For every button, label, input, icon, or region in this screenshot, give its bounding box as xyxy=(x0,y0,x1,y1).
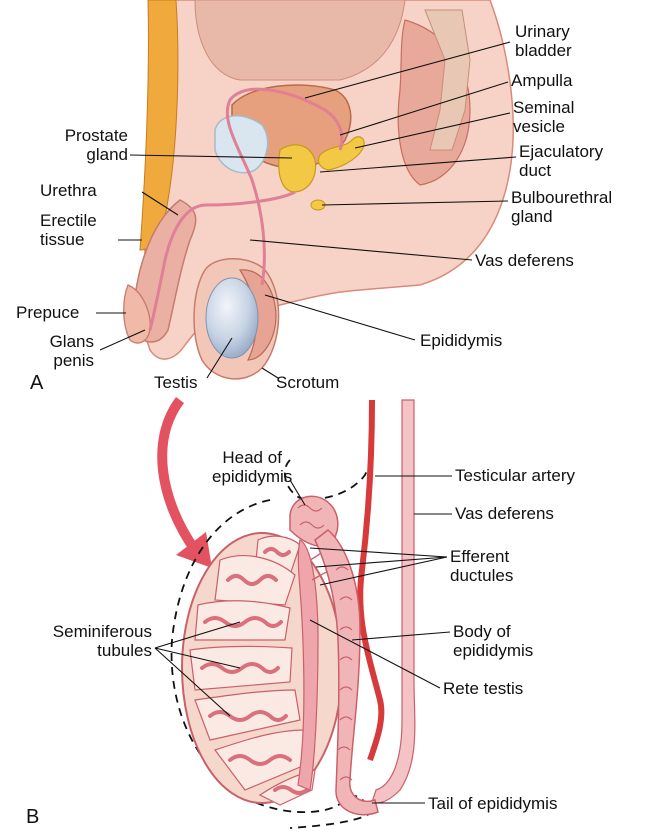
label-testis: Testis xyxy=(154,373,197,392)
transition-arrow xyxy=(162,400,195,550)
label-line: Scrotum xyxy=(276,373,339,392)
label-line: bladder xyxy=(515,41,572,60)
label-line: Erectile xyxy=(40,211,97,230)
label-line: Epididymis xyxy=(420,331,502,350)
label-line: Seminiferous xyxy=(20,622,152,641)
label-line: Prepuce xyxy=(16,303,79,322)
label-line: Vas deferens xyxy=(455,504,554,523)
label-seminiferous-tubules: Seminiferous tubules xyxy=(20,622,152,660)
label-epididymis: Epididymis xyxy=(420,331,502,350)
label-line: tissue xyxy=(40,230,97,249)
label-ejaculatory-duct: Ejaculatory duct xyxy=(519,142,603,180)
label-ampulla: Ampulla xyxy=(511,71,572,90)
panel-label-b: B xyxy=(26,806,39,829)
label-line: Bulbourethral xyxy=(511,188,612,207)
label-line: Testicular artery xyxy=(455,466,575,485)
label-line: Head of xyxy=(212,448,292,467)
label-scrotum: Scrotum xyxy=(276,373,339,392)
label-line: duct xyxy=(519,161,603,180)
label-bulbourethral-gland: Bulbourethral gland xyxy=(511,188,612,226)
leader-epididymis xyxy=(265,295,415,340)
label-urethra: Urethra xyxy=(40,181,97,200)
label-line: Urinary xyxy=(515,22,572,41)
label-line: epididymis xyxy=(453,641,533,660)
label-line: epididymis xyxy=(212,467,292,486)
label-line: Seminal xyxy=(513,98,574,117)
label-line: Urethra xyxy=(40,181,97,200)
label-prostate-gland: Prostate gland xyxy=(40,126,128,164)
label-vas-deferens-b: Vas deferens xyxy=(455,504,554,523)
label-body-of-epididymis: Body of epididymis xyxy=(453,622,533,660)
label-line: Testis xyxy=(154,373,197,392)
label-line: Tail of epididymis xyxy=(428,794,557,813)
label-line: vesicle xyxy=(513,117,574,136)
label-line: ductules xyxy=(450,566,513,585)
testis xyxy=(206,278,258,358)
label-line: gland xyxy=(511,207,612,226)
testicular-artery xyxy=(360,400,381,760)
label-efferent-ductules: Efferent ductules xyxy=(450,547,513,585)
label-line: Rete testis xyxy=(443,679,523,698)
label-tail-of-epididymis: Tail of epididymis xyxy=(428,794,557,813)
label-line: Ampulla xyxy=(511,71,572,90)
label-line: Vas deferens xyxy=(475,251,574,270)
label-testicular-artery: Testicular artery xyxy=(455,466,575,485)
label-glans-penis: Glans penis xyxy=(30,332,94,370)
label-line: Prostate xyxy=(40,126,128,145)
label-line: gland xyxy=(40,145,128,164)
label-line: Glans xyxy=(30,332,94,351)
panel-b-illustration xyxy=(172,400,415,828)
label-line: Ejaculatory xyxy=(519,142,603,161)
label-line: Efferent xyxy=(450,547,513,566)
label-vas-deferens: Vas deferens xyxy=(475,251,574,270)
label-line: tubules xyxy=(20,641,152,660)
label-urinary-bladder: Urinary bladder xyxy=(515,22,572,60)
panel-label-a: A xyxy=(30,372,43,395)
label-prepuce: Prepuce xyxy=(16,303,79,322)
label-seminal-vesicle: Seminal vesicle xyxy=(513,98,574,136)
label-rete-testis: Rete testis xyxy=(443,679,523,698)
label-erectile-tissue: Erectile tissue xyxy=(40,211,97,249)
pubic-symphysis xyxy=(215,116,268,173)
label-line: penis xyxy=(30,351,94,370)
label-line: Body of xyxy=(453,622,533,641)
label-head-of-epididymis: Head of epididymis xyxy=(212,448,292,486)
